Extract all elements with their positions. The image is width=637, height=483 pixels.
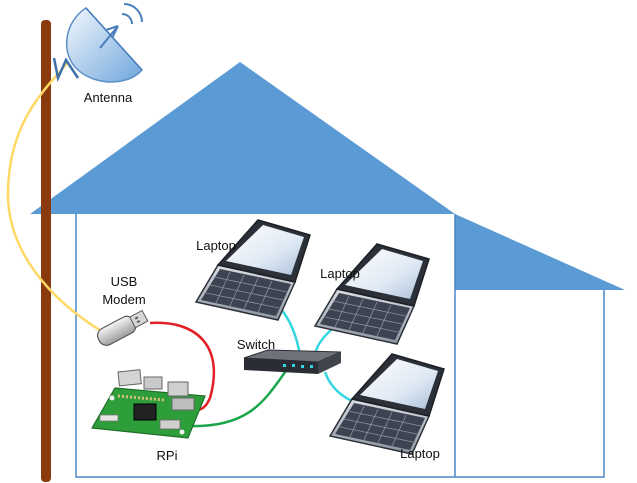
network-switch-icon [243, 349, 342, 374]
antenna-cable [6, 61, 104, 334]
laptop-icon [195, 219, 311, 321]
satellite-dish-icon [52, 3, 144, 83]
annex-roof [455, 214, 625, 290]
house [30, 62, 625, 478]
laptop-label-3: Laptop [400, 446, 440, 461]
usb-modem-label-line1: USB [111, 274, 138, 289]
house-walls [75, 214, 605, 478]
raspberry-pi-icon [91, 369, 206, 439]
switch-label: Switch [237, 337, 275, 352]
laptop-icon [314, 243, 430, 345]
antenna-pole [41, 20, 51, 482]
rpi-switch-cable [187, 367, 290, 428]
main-roof [30, 62, 455, 214]
laptop-label-1: Laptop [196, 238, 236, 253]
laptop-icon [329, 353, 445, 455]
antenna-label: Antenna [84, 90, 133, 105]
usb-modem-icon [97, 309, 149, 346]
rpi-label: RPi [157, 448, 178, 463]
usb-modem-label-line2: Modem [102, 292, 145, 307]
laptop-label-2: Laptop [320, 266, 360, 281]
